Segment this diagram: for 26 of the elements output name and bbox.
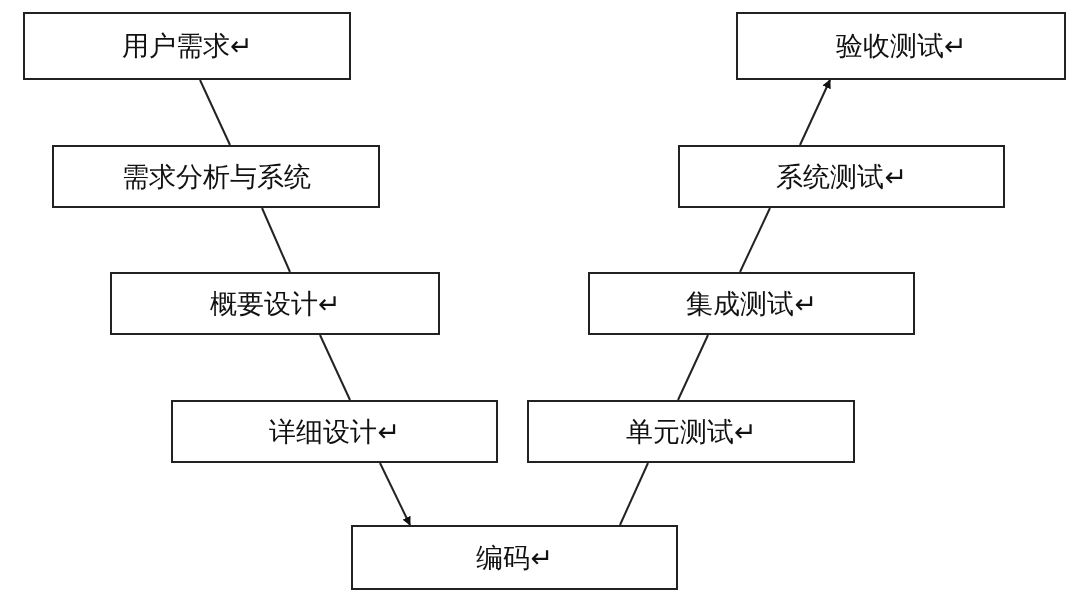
process-box bbox=[110, 272, 440, 335]
box-label: 集成测试↵ bbox=[686, 286, 817, 321]
connector-line bbox=[619, 462, 649, 526]
box-label: 需求分析与系统 bbox=[121, 159, 311, 194]
box-label: 编码↵ bbox=[476, 540, 553, 575]
process-box bbox=[52, 145, 380, 208]
arrow bbox=[379, 462, 411, 526]
connector-line bbox=[739, 207, 771, 273]
process-box bbox=[527, 400, 855, 463]
process-box bbox=[678, 145, 1005, 208]
process-box bbox=[171, 400, 498, 463]
connector-line bbox=[319, 334, 351, 401]
box-label: 系统测试↵ bbox=[776, 159, 907, 194]
box-label: 详细设计↵ bbox=[269, 414, 400, 449]
box-label: 单元测试↵ bbox=[625, 414, 757, 449]
arrow bbox=[799, 79, 831, 146]
process-box bbox=[351, 525, 678, 590]
connector-line bbox=[677, 334, 709, 401]
connector-line bbox=[199, 79, 231, 146]
process-box bbox=[588, 272, 915, 335]
connector-line bbox=[261, 207, 291, 273]
box-label: 概要设计↵ bbox=[209, 286, 341, 321]
box-label: 验收测试↵ bbox=[835, 29, 967, 63]
box-label: 用户需求↵ bbox=[121, 29, 253, 63]
process-box bbox=[736, 12, 1066, 80]
process-box bbox=[23, 12, 351, 80]
